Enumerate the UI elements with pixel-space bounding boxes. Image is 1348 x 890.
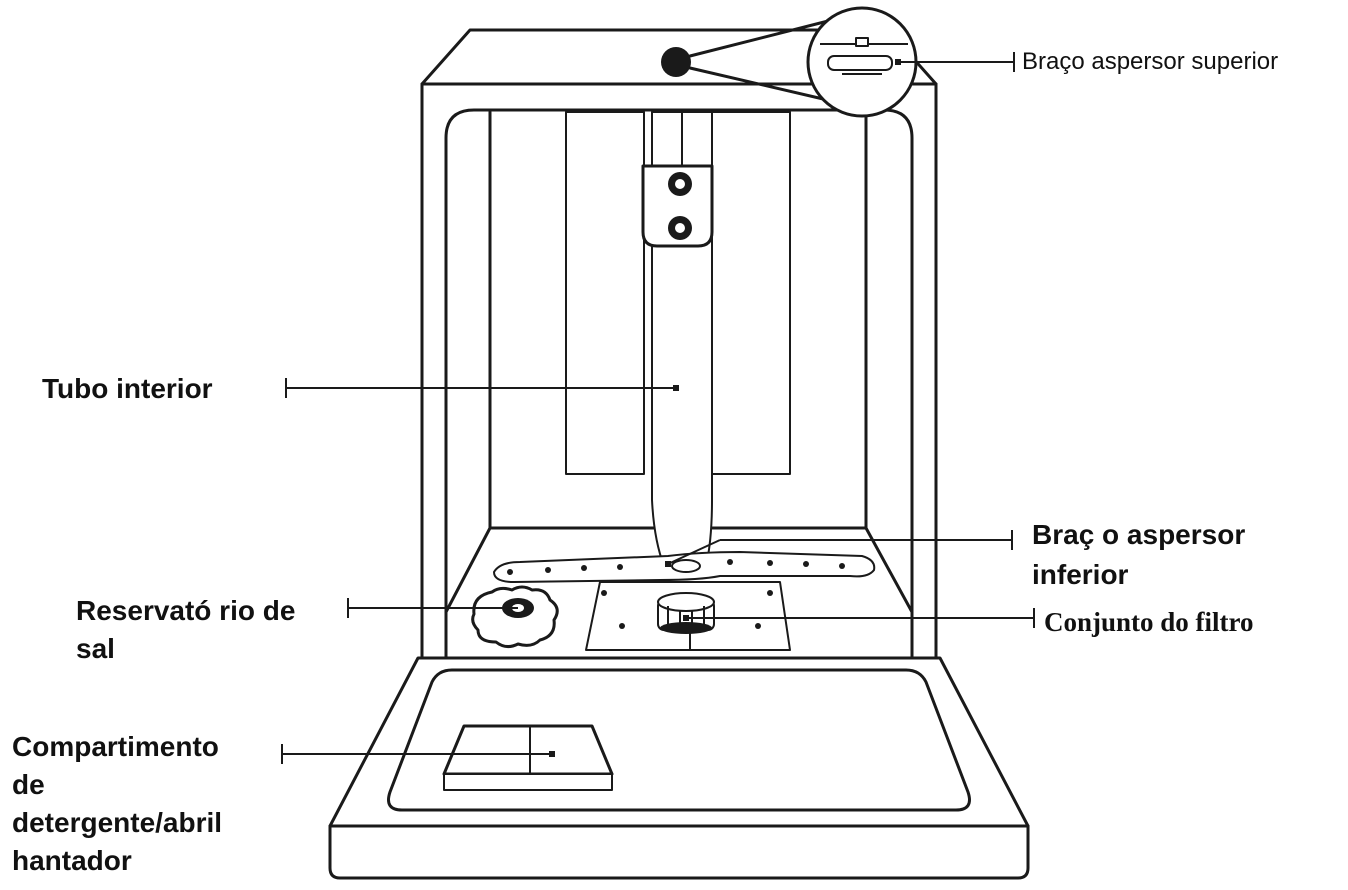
detergent-lid bbox=[442, 724, 614, 776]
filter-top bbox=[657, 592, 715, 612]
label-lower-spray-arm-2: inferior bbox=[1032, 559, 1129, 590]
zoom-line-bottom bbox=[688, 66, 838, 104]
label-upper-spray-arm: Braço aspersor superior bbox=[1022, 48, 1279, 75]
tube-bracket bbox=[641, 164, 714, 248]
arm-hub bbox=[671, 559, 701, 573]
label-detergent-1: Compartimento bbox=[12, 731, 219, 762]
plate-screw-1 bbox=[601, 590, 607, 596]
bracket-hole-bottom-inner bbox=[675, 223, 685, 233]
arm-nozzle-3 bbox=[581, 565, 587, 571]
inner-tub bbox=[444, 108, 914, 660]
arm-nozzle-4 bbox=[617, 564, 623, 570]
label-salt-reservoir-2: sal bbox=[76, 633, 115, 664]
floor-left-edge bbox=[444, 526, 492, 614]
label-detergent-3: detergente/abril bbox=[12, 807, 223, 838]
label-detergent-2: de bbox=[12, 769, 45, 800]
arm-nozzle-6 bbox=[767, 560, 773, 566]
label-inner-tube: Tubo interior bbox=[42, 373, 213, 404]
label-lower-spray-arm-1: Braç o aspersor bbox=[1032, 519, 1246, 550]
arm-nozzle-7 bbox=[803, 561, 809, 567]
door-bottom bbox=[328, 824, 1030, 880]
zoom-line-top bbox=[688, 18, 834, 58]
bracket-hole-top-inner bbox=[675, 179, 685, 189]
arm-nozzle-5 bbox=[727, 559, 733, 565]
upper-arm-marker bbox=[661, 47, 691, 77]
plate-screw-2 bbox=[767, 590, 773, 596]
leader-detergent-dot bbox=[549, 751, 555, 757]
arm-nozzle-1 bbox=[507, 569, 513, 575]
detergent-front bbox=[443, 773, 613, 791]
zoom-arm bbox=[827, 55, 893, 71]
arm-nozzle-8 bbox=[839, 563, 845, 569]
floor-right-edge bbox=[864, 526, 914, 614]
leader-lower-arm bbox=[667, 539, 721, 565]
door-panel bbox=[328, 656, 1030, 828]
leader-upper-arm-dot bbox=[895, 59, 901, 65]
leader-inner-tube-dot bbox=[673, 385, 679, 391]
leader-lower-arm-dot bbox=[665, 561, 671, 567]
label-detergent-4: hantador bbox=[12, 845, 132, 876]
plate-screw-4 bbox=[755, 623, 761, 629]
label-filter-assembly: Conjunto do filtro bbox=[1044, 607, 1254, 637]
leader-filter-dot bbox=[683, 615, 689, 621]
zoom-arm-mount bbox=[855, 37, 869, 47]
arm-nozzle-2 bbox=[545, 567, 551, 573]
label-salt-reservoir-1: Reservató rio de bbox=[76, 595, 296, 626]
plate-screw-3 bbox=[619, 623, 625, 629]
door-inner-panel bbox=[387, 668, 971, 812]
back-channel-left bbox=[565, 111, 645, 475]
filter-base bbox=[660, 622, 712, 634]
